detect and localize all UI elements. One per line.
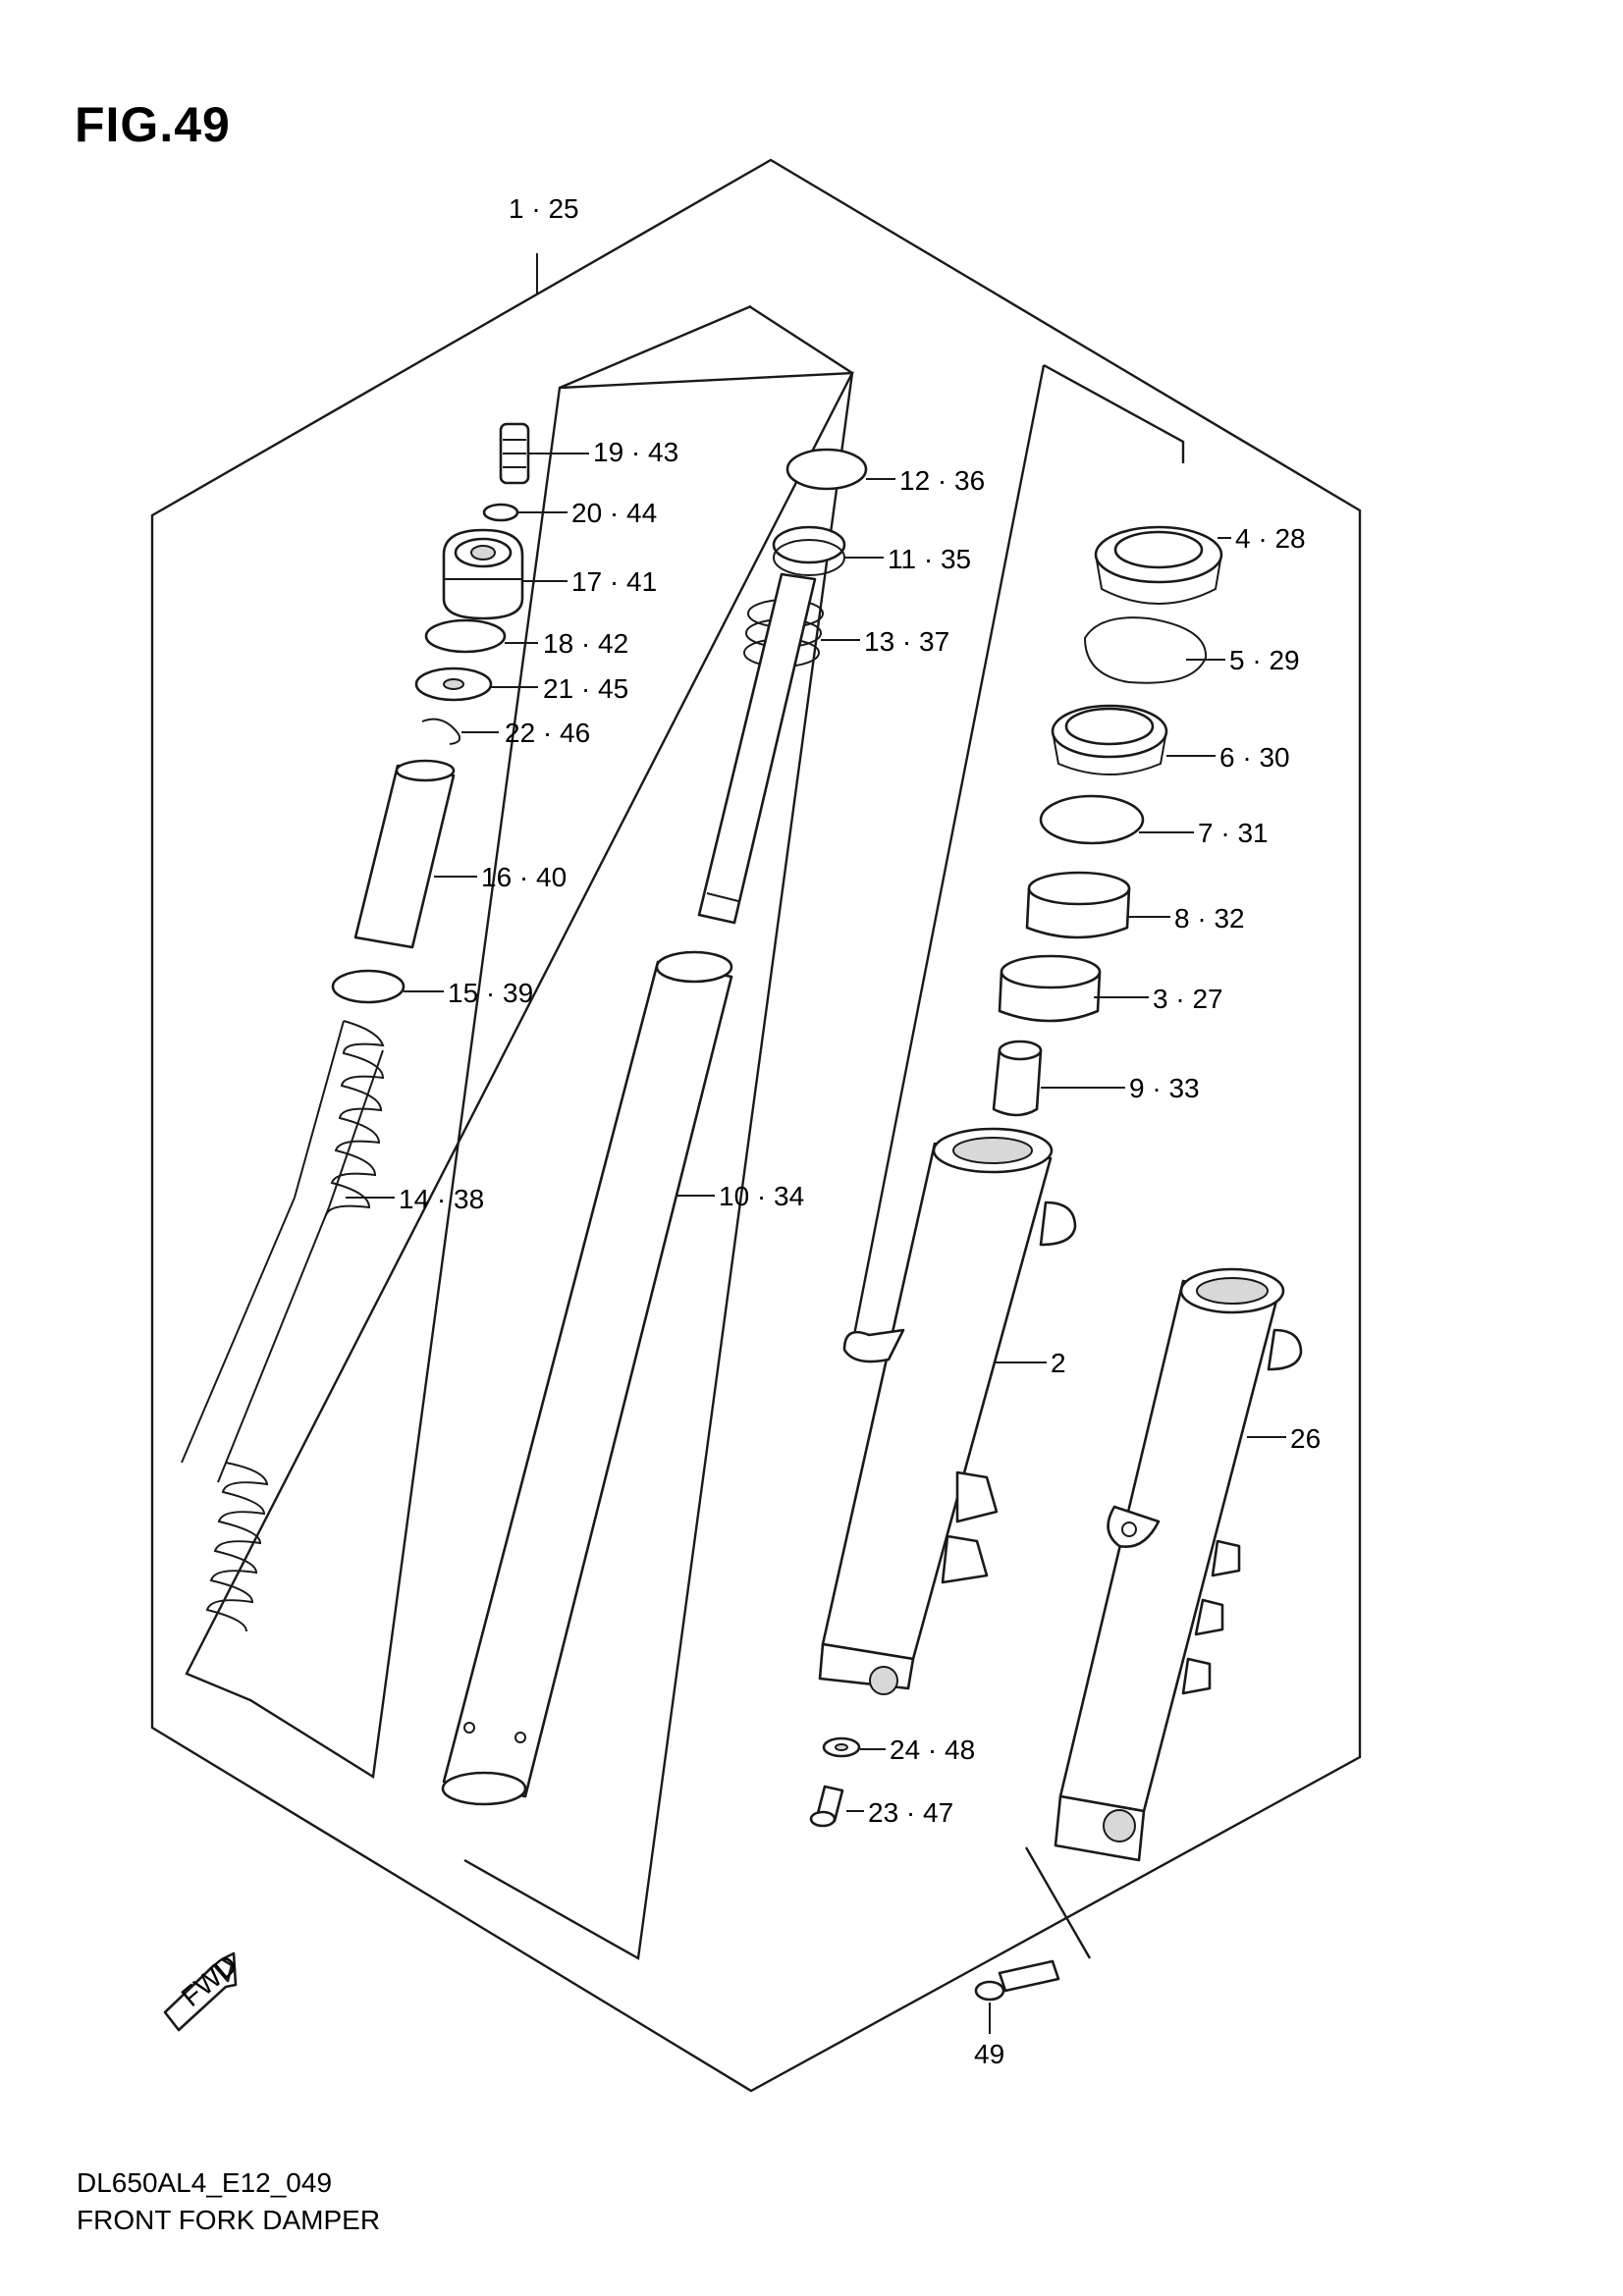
assembly-outline	[150, 158, 1362, 2093]
callout-3-27: 3 · 27	[1153, 984, 1223, 1014]
callout-12-36: 12 · 36	[899, 465, 985, 496]
callout-4-28: 4 · 28	[1235, 523, 1306, 554]
part-6-oil-seal	[1051, 704, 1168, 775]
part-10-inner-tube	[441, 950, 733, 1806]
callout-20-44: 20 · 44	[571, 498, 657, 528]
panel-divider-d	[852, 364, 1046, 1336]
figure-title: FIG.49	[75, 97, 231, 152]
callout-14-38: 14 · 38	[399, 1184, 484, 1214]
callout-6-30: 6 · 30	[1219, 742, 1290, 773]
footer: DL650AL4_E12_049 FRONT FORK DAMPER	[77, 2164, 380, 2239]
part-24-gasket	[822, 1736, 861, 1758]
part-18-o-ring	[424, 618, 507, 654]
panel-divider-a	[463, 304, 854, 1960]
panel-divider-c	[1043, 363, 1185, 463]
part-22-clip	[421, 718, 460, 745]
callout-22-46: 22 · 46	[505, 718, 590, 748]
part-8-guide-bushing	[1025, 871, 1131, 939]
part-26-outer-tube	[1054, 1267, 1303, 1862]
panel-divider-b	[559, 304, 752, 390]
part-11-collar	[772, 525, 846, 576]
callout-7-31: 7 · 31	[1198, 818, 1269, 848]
part-5-stopper-ring	[1083, 616, 1208, 684]
callout-19-43: 19 · 43	[593, 437, 678, 467]
callout-9-33: 9 · 33	[1129, 1073, 1200, 1103]
callout-labels: 1 · 25 19 · 43 20 · 44 17 · 41 18 · 42 2…	[399, 193, 1321, 2069]
part-2-outer-tube	[818, 1127, 1077, 1695]
part-15-washer	[331, 969, 406, 1004]
part-16-spacer	[353, 759, 456, 949]
part-20-o-ring	[482, 503, 519, 522]
part-49-bolt	[974, 1959, 1060, 2002]
callout-26: 26	[1290, 1423, 1321, 1454]
part-23-damper-bolt	[809, 1785, 844, 1828]
callout-24-48: 24 · 48	[890, 1735, 975, 1765]
callout-23-47: 23 · 47	[868, 1797, 953, 1828]
panel-divider-e	[1024, 1846, 1092, 1959]
part-damper-rod	[697, 572, 817, 925]
part-14-fork-spring	[181, 1020, 385, 1632]
forward-direction-arrow: FWD	[163, 1949, 243, 2032]
callout-1-25: 1 · 25	[509, 193, 579, 224]
callout-5-29: 5 · 29	[1229, 645, 1300, 675]
callout-18-42: 18 · 42	[543, 628, 628, 659]
diagram-name: FRONT FORK DAMPER	[77, 2205, 381, 2235]
callout-13-37: 13 · 37	[864, 626, 949, 657]
leader-lines	[346, 253, 1286, 2034]
callout-2: 2	[1051, 1348, 1066, 1378]
part-21-washer	[414, 667, 493, 702]
callout-8-32: 8 · 32	[1174, 903, 1245, 934]
part-19-adjuster-bolt	[499, 422, 530, 485]
callout-15-39: 15 · 39	[448, 978, 533, 1008]
part-3-slide-bushing	[998, 954, 1102, 1023]
callout-21-45: 21 · 45	[543, 673, 628, 704]
callout-11-35: 11 · 35	[888, 544, 971, 574]
part-12-oil-lock-ring	[785, 448, 868, 491]
part-4-dust-seal	[1094, 525, 1223, 605]
callout-16-40: 16 · 40	[481, 862, 567, 892]
part-17-fork-cap	[442, 528, 524, 620]
callout-10-34: 10 · 34	[719, 1181, 804, 1211]
callout-49: 49	[974, 2039, 1004, 2069]
part-7-retainer	[1039, 794, 1145, 845]
callout-17-41: 17 · 41	[571, 566, 657, 597]
part-9-oil-lock-piece	[992, 1040, 1043, 1117]
inner-panel-left	[185, 371, 855, 1780]
diagram-code: DL650AL4_E12_049	[77, 2167, 333, 2198]
